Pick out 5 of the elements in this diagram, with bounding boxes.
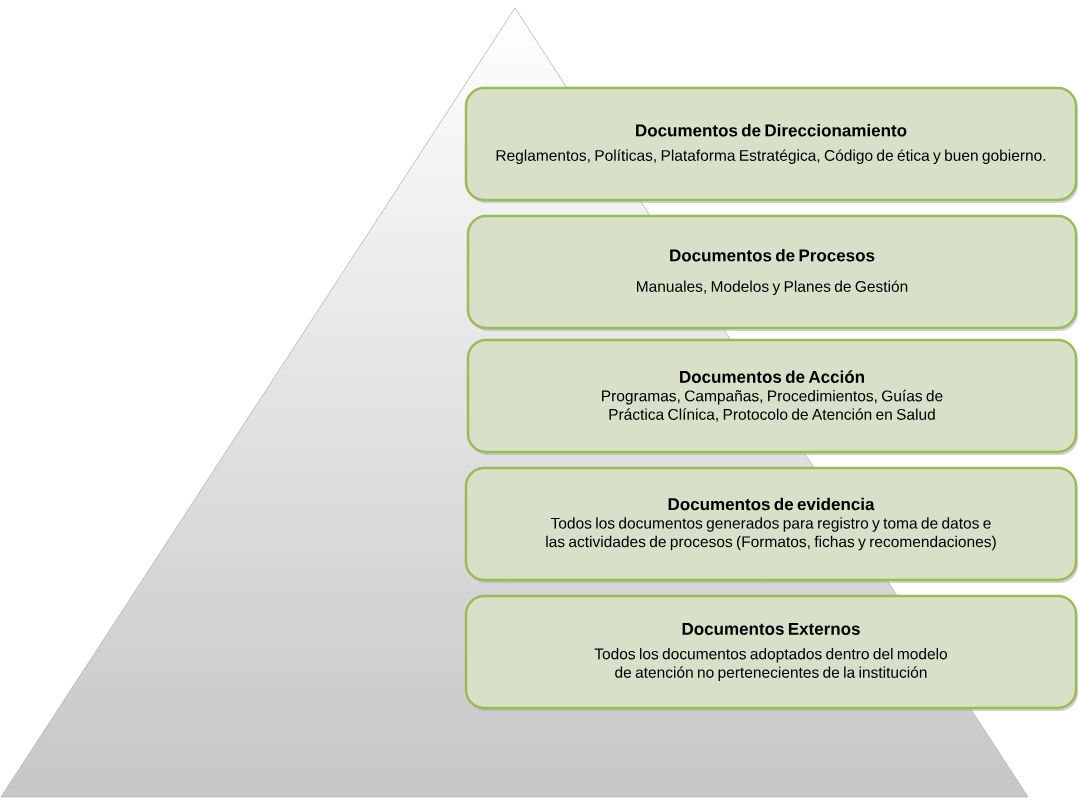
- category-box: Documentos de Direccionamiento Reglamentos, Políticas, Plataforma Estratégica, Código de ética y buen gobierno.: [464, 86, 1078, 203]
- category-box: Documentos de Acción Programas, Campañas, Procedimientos, Guías de Práctica Clínica, Protocolo de Atención en Salud: [466, 338, 1078, 455]
- category-box: Documentos de evidencia Todos los documentos generados para registro y toma de datos e las actividades de procesos (Formatos, fichas y recomendaciones): [464, 466, 1078, 583]
- category-box: Documentos de Procesos Manuales, Modelos y Planes de Gestión: [466, 214, 1078, 331]
- category-box: Documentos Externos Todos los documentos adoptados dentro del modelo de atención no pertenecientes de la institución: [464, 594, 1078, 711]
